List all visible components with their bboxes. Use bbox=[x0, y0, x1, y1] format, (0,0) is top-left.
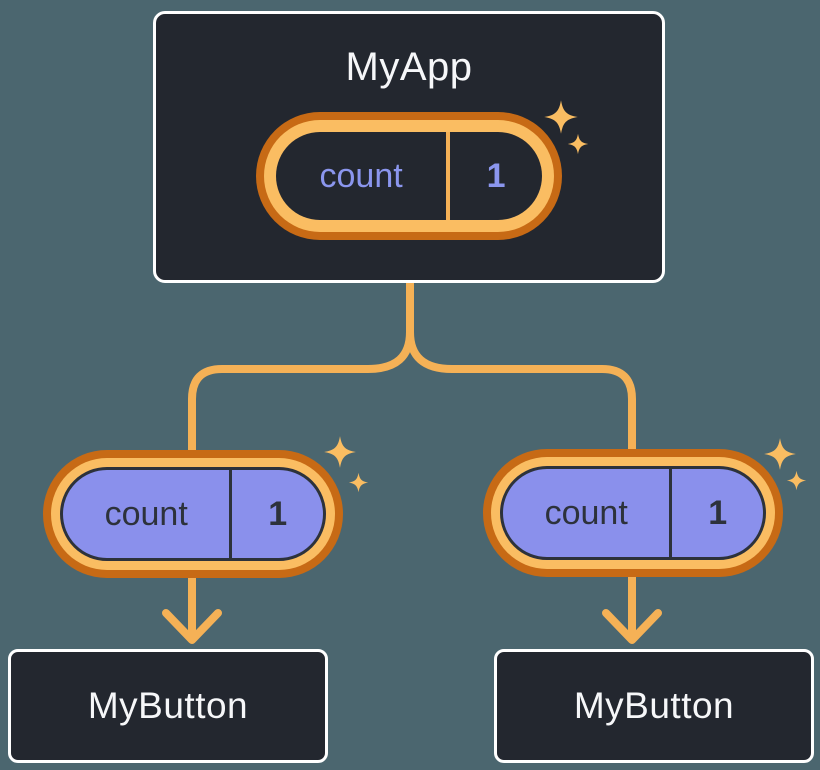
pill-body: count 1 bbox=[276, 132, 542, 220]
sparkle-icon bbox=[764, 438, 796, 470]
sparkle-icon bbox=[786, 470, 807, 491]
component-card-child-left: MyButton bbox=[8, 649, 328, 763]
arrow-down-icon bbox=[602, 609, 662, 644]
pill-light-ring: count 1 bbox=[491, 457, 775, 569]
component-title: MyButton bbox=[573, 685, 735, 726]
prop-value: 1 bbox=[708, 493, 728, 532]
state-pill: count 1 bbox=[256, 112, 562, 240]
component-title: MyButton bbox=[87, 685, 249, 726]
component-card-child-right: MyButton bbox=[494, 649, 814, 763]
sparkle-icon bbox=[324, 436, 356, 468]
state-key-label: count bbox=[319, 156, 403, 195]
component-card-root: MyApp count 1 bbox=[153, 11, 665, 283]
arrow-down-icon bbox=[162, 609, 222, 644]
prop-pill: count 1 bbox=[483, 449, 783, 577]
pill-divider bbox=[229, 470, 233, 558]
sparkle-icon bbox=[348, 472, 369, 493]
edge-root-to-right-child bbox=[406, 280, 636, 642]
pill-light-ring: count 1 bbox=[264, 120, 554, 232]
pill-divider bbox=[446, 132, 451, 220]
state-value: 1 bbox=[486, 156, 506, 195]
pill-body: count 1 bbox=[60, 467, 326, 561]
prop-key-label: count bbox=[104, 494, 188, 533]
prop-key-label: count bbox=[544, 493, 628, 532]
sparkle-icon bbox=[544, 100, 578, 134]
sparkle-icon bbox=[567, 133, 589, 155]
prop-value: 1 bbox=[268, 494, 288, 533]
pill-light-ring: count 1 bbox=[51, 458, 335, 570]
pill-divider bbox=[669, 469, 673, 557]
prop-pill: count 1 bbox=[43, 450, 343, 578]
component-title: MyApp bbox=[345, 45, 473, 89]
pill-body: count 1 bbox=[500, 466, 766, 560]
